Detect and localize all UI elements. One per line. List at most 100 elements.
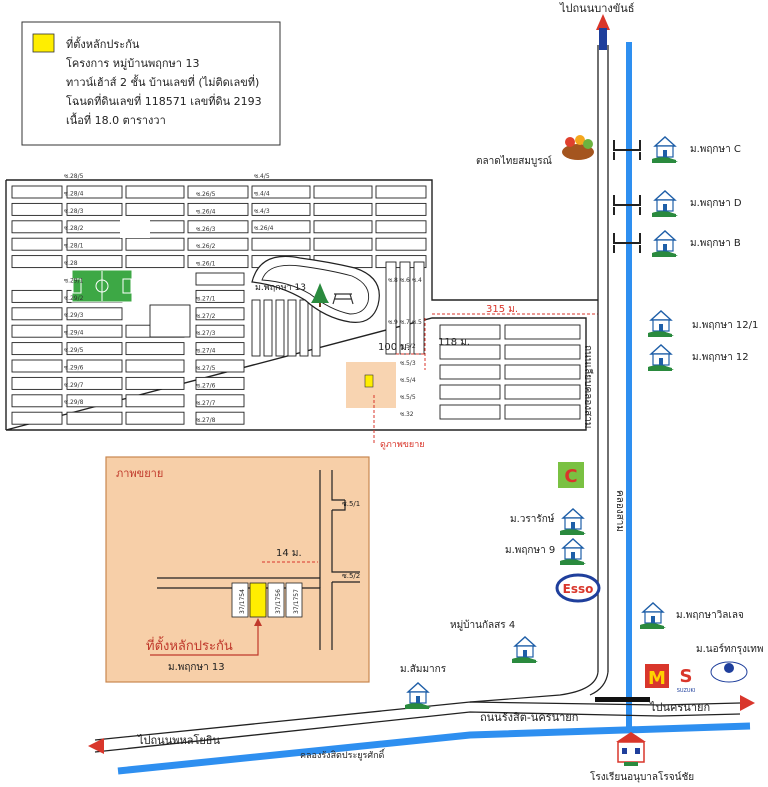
house-block	[251, 202, 311, 216]
market-label: ตลาดไทยสมบูรณ์	[476, 155, 552, 167]
house-block	[195, 342, 245, 356]
house-block	[11, 394, 63, 408]
landmarks: ตลาดไทยสมบูรณ์ ม.พฤกษา C ม.พฤกษา D ม.พฤก…	[400, 135, 764, 783]
pruksa-c-label: ม.พฤกษา C	[690, 144, 741, 155]
house-block	[66, 342, 123, 356]
canal-road-label: ถนนเลียบคลองสาม	[582, 345, 594, 429]
house-block	[195, 376, 245, 390]
house-block	[375, 202, 427, 216]
house-block	[195, 307, 245, 321]
inset-collateral-marker	[249, 582, 267, 618]
waraluk-label: ม.วรารักษ์	[510, 513, 555, 525]
house-block	[439, 364, 501, 380]
house-block	[66, 237, 123, 251]
north-arrow-icon	[596, 14, 610, 30]
soi-label: ซ.28	[64, 260, 78, 267]
house-block	[125, 359, 185, 373]
house-block	[299, 299, 309, 357]
house-block	[504, 344, 581, 360]
legend-line-3: โฉนดที่ดินเลขที่ 118571 เลขที่ดิน 2193	[66, 93, 262, 108]
house-block	[125, 237, 185, 251]
esso-label: Esso	[563, 582, 594, 596]
legend-line-2: ทาวน์เฮ้าส์ 2 ชั้น บ้านเลขที่ (ไม่ติดเลข…	[66, 74, 259, 89]
house-block	[11, 411, 63, 425]
house-block	[287, 299, 297, 357]
house-block	[375, 237, 427, 251]
house-block	[125, 411, 185, 425]
house-icon	[651, 136, 679, 164]
house-block	[187, 202, 249, 216]
soi-labels: ซ.28/5ซ.28/4ซ.28/3ซ.28/2ซ.28/1ซ.28ซ.29/1…	[64, 173, 422, 424]
house-block	[504, 364, 581, 380]
soi-label: ซ.28/1	[64, 243, 84, 250]
svg-text:SUZUKI: SUZUKI	[677, 688, 696, 694]
house-block	[11, 324, 63, 338]
house-icon	[647, 344, 675, 372]
house-block	[313, 237, 373, 251]
collateral-marker	[364, 374, 374, 388]
soi-label: ซ.29/4	[64, 330, 84, 337]
northkrungthep-label: ม.นอร์ทกรุงเทพ	[696, 643, 764, 655]
inset-house-2: 37/1756	[275, 589, 282, 614]
soi-label: ซ.29/8	[64, 399, 84, 406]
house-block	[11, 255, 63, 269]
pruksa-121-label: ม.พฤกษา 12/1	[692, 320, 758, 331]
village-plan: ม.พฤกษา 13 ดูภาพขยาย ซ.28/5ซ.28/4ซ.28/3ซ…	[5, 173, 598, 450]
pruksa-b-label: ม.พฤกษา B	[690, 238, 741, 249]
soi-label: ซ.26/1	[196, 261, 216, 268]
soi-label: ซ.27/2	[196, 313, 216, 320]
house-block	[251, 220, 311, 234]
soi-label: ซ.9	[388, 319, 398, 326]
house-block	[385, 261, 397, 355]
house-block	[125, 376, 185, 390]
legend-title: ที่ตั้งหลักประกัน	[66, 36, 140, 51]
house-block	[275, 299, 285, 357]
soi-label: ซ.4/4	[254, 190, 270, 197]
house-block	[125, 255, 185, 269]
house-block	[11, 289, 63, 303]
house-block	[187, 185, 249, 199]
house-block	[195, 411, 245, 425]
soi-label: ซ.8	[388, 277, 398, 284]
soi-label: ซ.5/4	[400, 377, 416, 384]
soi-label: ซ.27/8	[196, 417, 216, 424]
soi-label: ซ.7	[400, 319, 410, 326]
svg-text:C: C	[564, 466, 577, 487]
house-block	[504, 404, 581, 420]
inset-distance-14: 14 ม.	[276, 548, 302, 559]
house-block	[195, 324, 245, 338]
house-block	[313, 202, 373, 216]
northkrungthep-logo-icon	[710, 661, 748, 683]
house-icon	[651, 230, 679, 258]
house-block	[11, 185, 63, 199]
house-icon	[511, 636, 539, 664]
house-icon	[559, 538, 587, 566]
east-arrow-icon	[740, 695, 755, 711]
inset-title: ภาพขยาย	[116, 467, 163, 480]
soi-label: ซ.32	[400, 411, 414, 418]
house-block	[66, 307, 123, 321]
house-block	[11, 359, 63, 373]
house-block	[11, 376, 63, 390]
house-block	[439, 384, 501, 400]
left-block-grid	[11, 185, 185, 425]
school-label: โรงเรียนอนุบาลโรจน์ชัย	[590, 770, 694, 783]
house-icon	[647, 310, 675, 338]
house-block	[439, 344, 501, 360]
distance-markers: 315 ม. 100 ม. 118 ม.	[378, 304, 598, 370]
see-inset-label: ดูภาพขยาย	[380, 440, 425, 450]
canal-name-label: คลองสาม	[614, 490, 625, 532]
inner-block-grid	[251, 261, 581, 420]
house-block	[11, 237, 63, 251]
distance-118: 118 ม.	[438, 337, 470, 348]
house-block	[66, 359, 123, 373]
park-tree-icon	[311, 283, 354, 307]
house-block	[195, 289, 245, 303]
house-block	[66, 394, 123, 408]
house-block	[195, 272, 245, 286]
west-destination-label: ไปถนนพหลโยธิน	[137, 733, 221, 747]
soi-label: ซ.29/1	[64, 277, 84, 284]
house-block	[313, 220, 373, 234]
house-block	[251, 237, 311, 251]
school-icon	[616, 732, 646, 766]
